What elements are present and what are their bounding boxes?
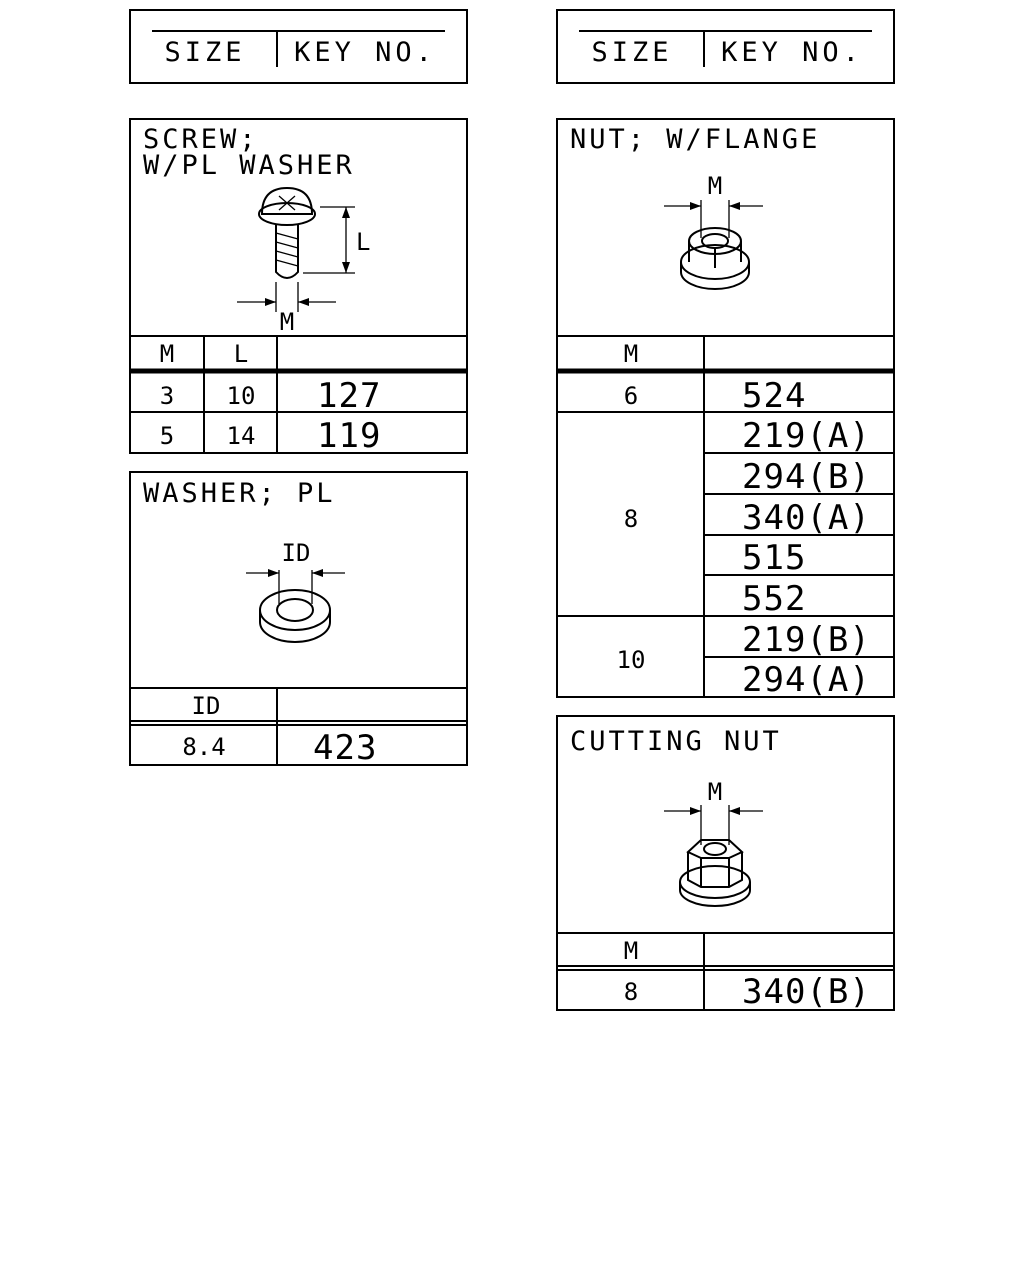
table-row: 6 524: [624, 376, 806, 416]
nut-flange-key: 219(B): [742, 620, 871, 660]
right-size-header: SIZE KEY NO.: [556, 9, 895, 84]
table-row: 8.4 423: [182, 728, 377, 768]
table-row: 5 14 119: [160, 416, 381, 456]
nut-flange-key: 515: [742, 538, 806, 578]
nut-flange-col-m: M: [624, 340, 638, 368]
washer-dim-id: ID: [282, 539, 311, 567]
nut-flange-key: 340(A): [742, 498, 871, 538]
table-row: 10 219(B) 294(A): [617, 620, 871, 700]
nut-flange-key: 294(B): [742, 457, 871, 497]
screw-title-line2: W/PL WASHER: [143, 150, 355, 181]
nut-flange-group-m: 8: [624, 505, 638, 533]
nut-flange-key: 219(A): [742, 416, 871, 456]
table-row: 8 340(B): [624, 972, 871, 1012]
nut-flange-dim-m: M: [708, 172, 722, 200]
left-size-header: SIZE KEY NO.: [129, 9, 468, 84]
screw-row-l: 14: [227, 422, 256, 450]
cutting-nut-col-m: M: [624, 937, 638, 965]
screw-row-l: 10: [227, 382, 256, 410]
screw-row-m: 3: [160, 382, 174, 410]
screw-pl-washer-panel: SCREW; W/PL WASHER L: [129, 118, 468, 456]
nut-flange-group-m: 6: [624, 382, 638, 410]
cutting-nut-dim-m: M: [708, 778, 722, 806]
washer-row-key: 423: [313, 728, 377, 768]
screw-drawing: L M: [237, 186, 370, 336]
cutting-nut-title: CUTTING NUT: [570, 726, 782, 757]
nut-flange-key: 524: [742, 376, 806, 416]
washer-row-id: 8.4: [182, 733, 225, 761]
size-header-label: SIZE: [591, 37, 672, 68]
screw-dim-m: M: [280, 308, 294, 336]
cutting-nut-row-m: 8: [624, 978, 638, 1006]
table-row: 3 10 127: [160, 376, 381, 416]
washer-title: WASHER; PL: [143, 478, 336, 509]
washer-pl-panel: WASHER; PL ID ID 8.4 423: [129, 471, 468, 768]
washer-drawing: ID: [246, 539, 345, 643]
nut-flange-key: 552: [742, 579, 806, 619]
nut-flange-drawing: M: [664, 172, 763, 290]
size-header-label: SIZE: [164, 37, 245, 68]
nut-flange-group-m: 10: [617, 646, 646, 674]
screw-row-key: 119: [317, 416, 381, 456]
screw-row-m: 5: [160, 422, 174, 450]
key-no-header-label: KEY NO.: [294, 37, 436, 68]
cutting-nut-row-key: 340(B): [742, 972, 871, 1012]
table-row: 8 219(A) 294(B) 340(A) 515 552: [624, 416, 871, 619]
nut-flange-title: NUT; W/FLANGE: [570, 124, 820, 155]
screw-dim-l: L: [356, 228, 370, 256]
screw-row-key: 127: [317, 376, 381, 416]
nut-flange-key: 294(A): [742, 660, 871, 700]
screw-title-line1: SCREW;: [143, 124, 259, 155]
nut-flange-panel: NUT; W/FLANGE M M: [556, 118, 895, 700]
cutting-nut-drawing: M: [664, 778, 763, 907]
cutting-nut-panel: CUTTING NUT M M 8 340(B): [556, 715, 895, 1012]
screw-col-m: M: [160, 340, 174, 368]
key-no-header-label: KEY NO.: [721, 37, 863, 68]
washer-col-id: ID: [192, 692, 221, 720]
screw-col-l: L: [234, 340, 248, 368]
